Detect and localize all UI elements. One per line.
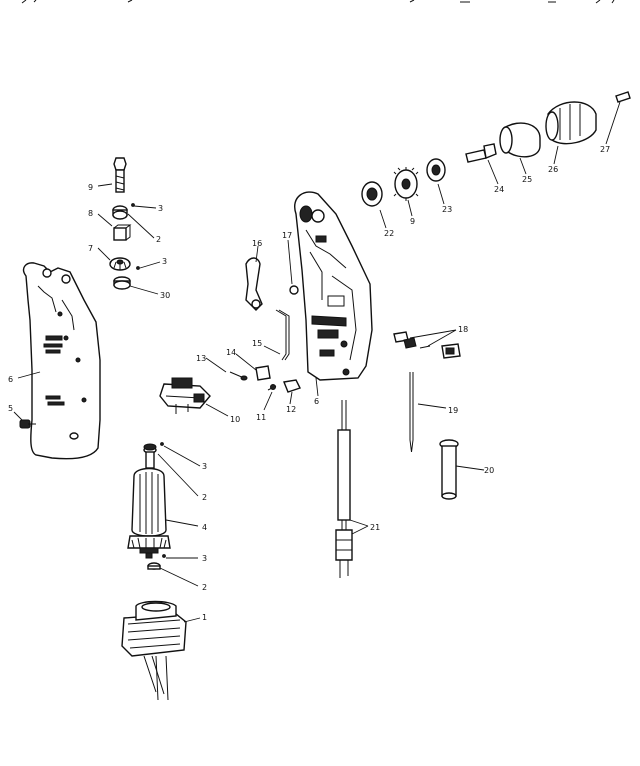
ball-bearing-22: [361, 181, 383, 207]
callout-14: 14: [226, 348, 236, 357]
callout-16: 16: [252, 239, 262, 248]
callout-3-gear: 3: [162, 257, 167, 266]
callout-19: 19: [448, 406, 458, 415]
callout-2-lower: 2: [202, 583, 207, 592]
callout-26: 26: [548, 165, 558, 174]
callout-21: 21: [370, 523, 380, 532]
spacer-washer-upper: [112, 205, 128, 220]
field-coil: [121, 600, 187, 701]
trigger-pivot-pin: [289, 285, 299, 295]
switch-assembly: [159, 377, 211, 414]
callout-3-armature: 3: [202, 462, 207, 471]
callout-13: 13: [196, 354, 206, 363]
armature-washer-top: [143, 443, 157, 451]
callout-11: 11: [256, 413, 266, 422]
callout-2-armature: 2: [202, 493, 207, 502]
chuck-key-screw-27: [615, 91, 631, 103]
spindle-24: [465, 143, 497, 163]
callout-3-lower: 3: [202, 554, 207, 563]
callout-18: 18: [458, 325, 468, 334]
armature-washer-bottom: [147, 562, 161, 570]
callout-25: 25: [522, 175, 532, 184]
callout-30: 30: [160, 291, 170, 300]
leader-lines: [13, 101, 621, 623]
callout-6-left: 6: [8, 375, 13, 384]
switch-clip: [283, 379, 301, 393]
housing-half-right: [294, 191, 373, 381]
callout-22: 22: [384, 229, 394, 238]
switch-screw: [267, 384, 277, 391]
callout-5: 5: [8, 404, 13, 413]
callout-3-upper: 3: [158, 204, 163, 213]
side-handle-rod: [409, 372, 414, 453]
callout-12: 12: [286, 405, 296, 414]
callout-15: 15: [252, 339, 262, 348]
callout-27: 27: [600, 145, 610, 154]
carbon-brushes: [393, 331, 461, 359]
top-edge-marks: [21, 0, 615, 4]
callout-23: 23: [442, 205, 452, 214]
callout-4: 4: [202, 523, 207, 532]
pinion-gear: [109, 257, 131, 271]
chuck-sleeve-25: [499, 122, 541, 158]
spindle-gear-9: [393, 167, 419, 201]
trigger-spring-lever: [245, 257, 263, 311]
trigger-link-wire: [275, 309, 290, 361]
callout-2-upper: 2: [156, 235, 161, 244]
trigger-button: [255, 365, 271, 381]
power-cord: [335, 400, 353, 578]
callout-20: 20: [484, 466, 494, 475]
housing-screw: [19, 419, 36, 429]
callout-8: 8: [88, 209, 93, 218]
callout-24: 24: [494, 185, 504, 194]
callout-labels: 9 3 2 8 7 3 30 6 5 3 2 4 3 2 1 10 16 17 …: [8, 145, 610, 622]
trigger-detent-pin: [229, 371, 248, 381]
callout-17: 17: [282, 231, 292, 240]
armature-ball-dots: [160, 442, 166, 558]
ball-bearing-dots: [131, 203, 140, 270]
ball-bearing-23: [426, 158, 446, 182]
callout-6-right: 6: [314, 397, 319, 406]
callout-7: 7: [88, 244, 93, 253]
callout-9-gear: 9: [410, 217, 415, 226]
side-handle-sleeve: [439, 439, 459, 500]
armature: [127, 446, 171, 559]
housing-half-left: [22, 262, 101, 460]
callout-1: 1: [202, 613, 207, 622]
bearing-block: [113, 224, 132, 241]
spacer-washer-lower: [113, 276, 131, 290]
callout-10: 10: [230, 415, 240, 424]
chuck-26: [545, 101, 597, 145]
brush-holder-screw: [113, 157, 127, 193]
callout-9-screw: 9: [88, 183, 93, 192]
